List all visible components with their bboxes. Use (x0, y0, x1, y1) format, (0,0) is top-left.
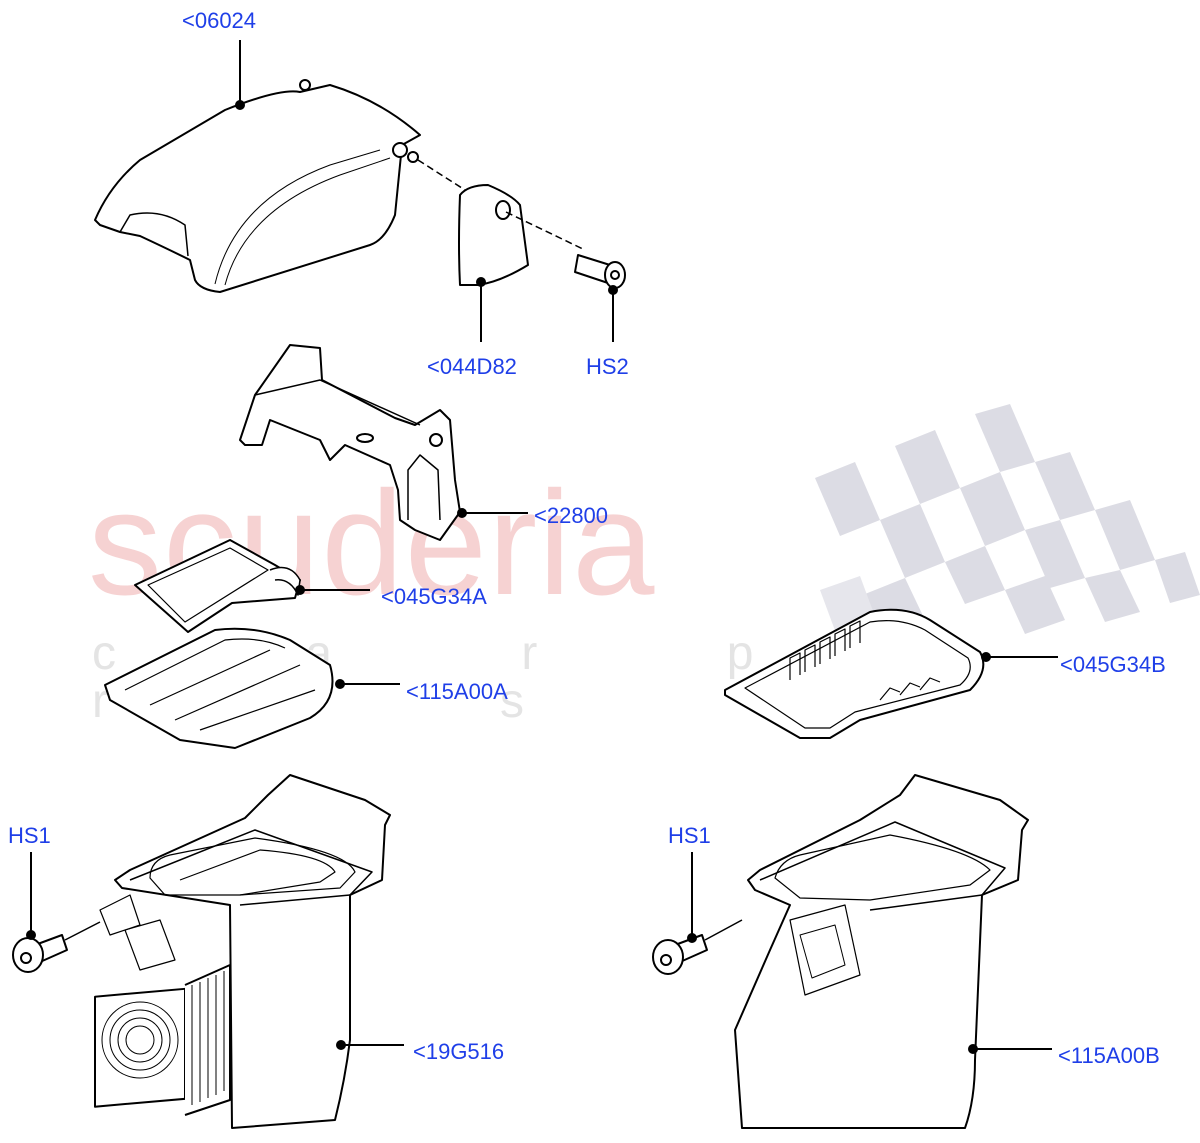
callout-label-mat-small[interactable]: <045G34A (381, 584, 487, 609)
callout-label-screw-left[interactable]: HS1 (8, 823, 51, 848)
callout-label-armrest-lid[interactable]: <06024 (182, 8, 257, 33)
callout-label-screw-right[interactable]: HS1 (668, 823, 711, 848)
hinge-screw-drawing (574, 254, 626, 289)
screw-left-drawing (12, 934, 68, 973)
mat-large-drawing (724, 608, 985, 739)
screw-right-drawing (652, 934, 708, 975)
callout-label-hinge-screw[interactable]: HS2 (586, 354, 629, 379)
lid-hinge-bracket-drawing (239, 344, 461, 541)
callout-label-mat-large[interactable]: <045G34B (1060, 652, 1166, 677)
callout-label-cool-box[interactable]: <19G516 (413, 1039, 505, 1064)
cool-box-with-fan-drawing (94, 774, 391, 1129)
tray-insert-drawing (104, 627, 334, 749)
callout-label-hinge-cover[interactable]: <044D82 (427, 354, 517, 379)
callout-label-storage-bin[interactable]: <115A00B (1058, 1043, 1160, 1068)
leader-lines (26, 40, 1058, 1054)
callout-label-tray-insert[interactable]: <115A00A (406, 679, 508, 704)
callout-label-lid-hinge-bracket[interactable]: <22800 (534, 503, 609, 528)
mat-small-drawing (134, 539, 301, 633)
storage-bin-drawing (734, 774, 1029, 1129)
hinge-cover-drawing (458, 184, 529, 286)
checker-flag-watermark (815, 404, 1200, 644)
armrest-lid-drawing (94, 79, 421, 293)
